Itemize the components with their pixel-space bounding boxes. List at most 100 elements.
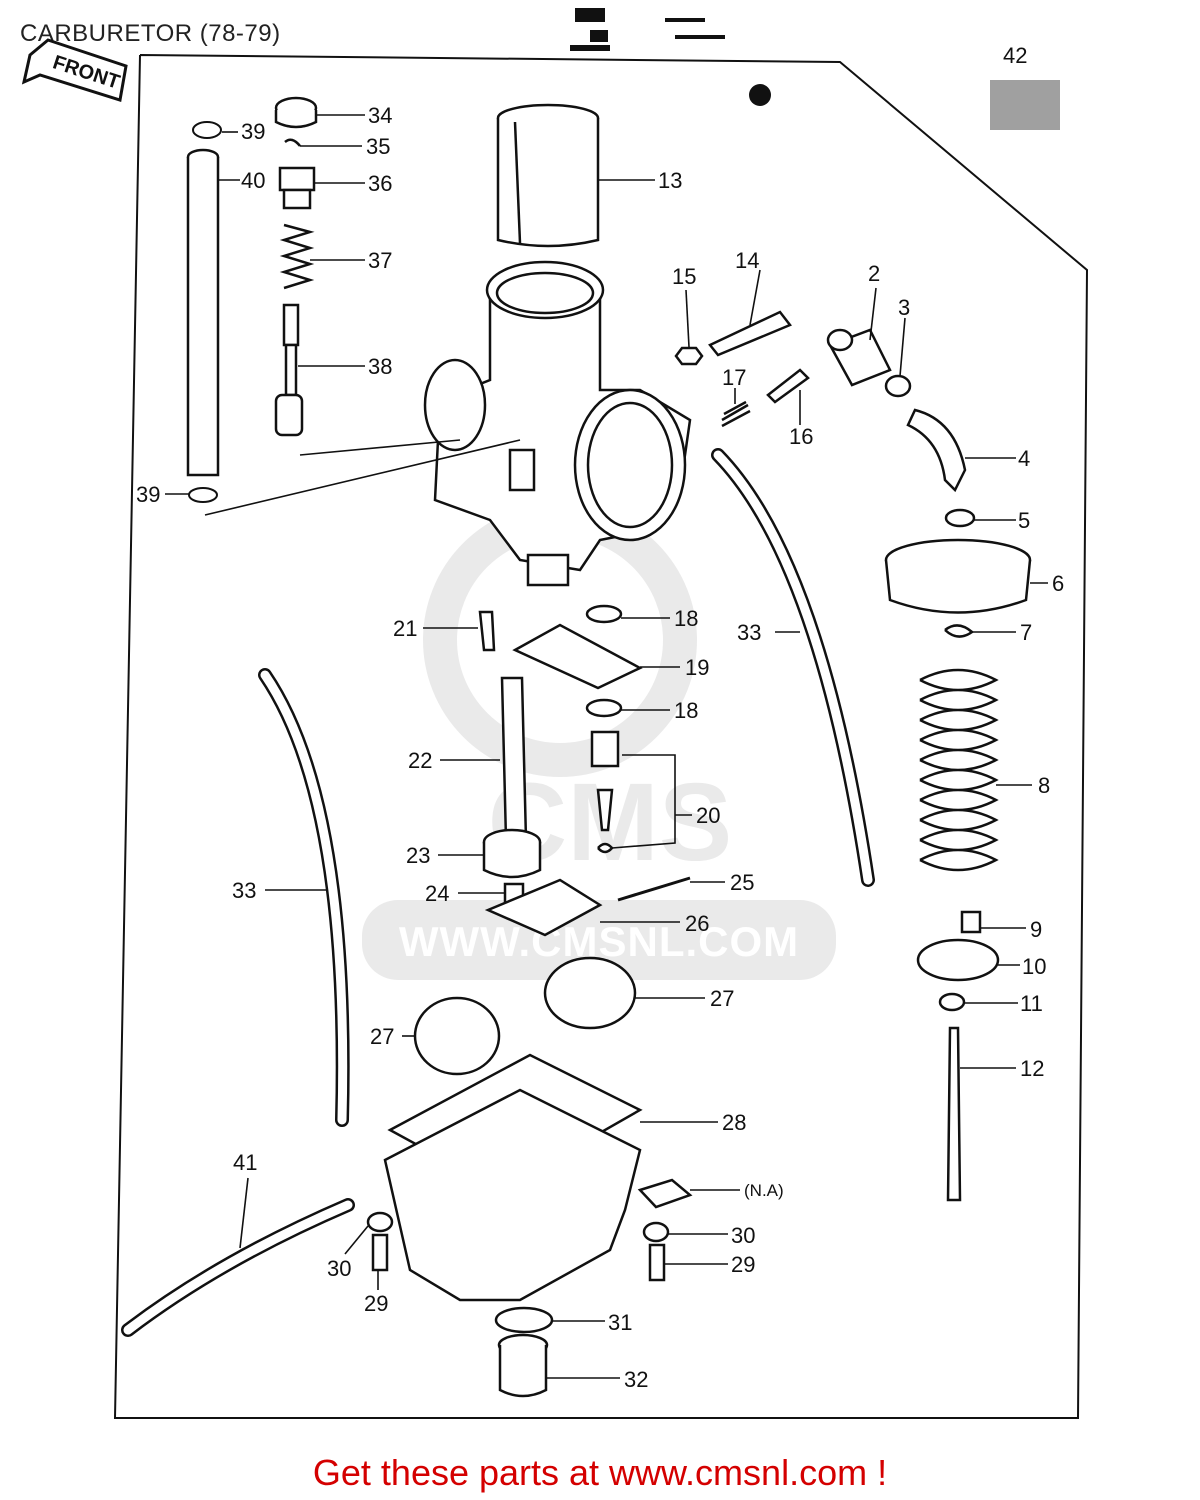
- callout-31: 31: [608, 1310, 632, 1335]
- part-screw-29-right: [648, 1243, 666, 1282]
- callout-39-top: 39: [241, 119, 265, 144]
- callout-33-right: 33: [737, 620, 761, 645]
- front-badge: FRONT: [21, 38, 128, 102]
- part-float-27-left: [413, 996, 501, 1076]
- callout-3: 3: [898, 295, 910, 320]
- callout-41: 41: [233, 1150, 257, 1175]
- callout-30-right: 30: [731, 1223, 755, 1248]
- footer-link-text[interactable]: Get these parts at www.cmsnl.com !: [312, 1452, 888, 1493]
- callout-17: 17: [722, 365, 746, 390]
- callout-22: 22: [408, 748, 432, 773]
- part-o-ring-31: [494, 1306, 554, 1334]
- callout-20: 20: [696, 803, 720, 828]
- callout-37: 37: [368, 248, 392, 273]
- watermark-banner: [362, 900, 836, 980]
- callout-28: 28: [722, 1110, 746, 1135]
- callout-33-left: 33: [232, 878, 256, 903]
- part-spring-8: [919, 668, 999, 872]
- callout-40: 40: [241, 168, 265, 193]
- part-carburetor-body: [423, 260, 692, 587]
- callout-12: 12: [1020, 1056, 1044, 1081]
- part-screw-29-left: [371, 1233, 389, 1272]
- page-title: CARBURETOR (78-79): [20, 20, 281, 47]
- part-float-arm-26: [484, 878, 603, 937]
- leader-lines: [165, 114, 1048, 1379]
- callout-42: 42: [1003, 43, 1027, 68]
- part-washer-30-left: [366, 1211, 394, 1233]
- part-plunger-38: [274, 303, 304, 437]
- part-plate-10: [916, 938, 1000, 982]
- callout-labels: 34 39 35 40 36 37 38 39 13 42 14 15 2 3 …: [136, 43, 1064, 1392]
- callout-29-left: 29: [364, 1291, 388, 1316]
- callout-29-right: 29: [731, 1252, 755, 1277]
- part-jet-21: [478, 610, 496, 652]
- part-ring-39-top: [192, 121, 222, 139]
- part-screw-14: [708, 310, 792, 357]
- callout-36: 36: [368, 171, 392, 196]
- part-spring-17: [721, 400, 751, 428]
- part-ring-39-bottom: [188, 487, 218, 503]
- part-screw-9: [960, 910, 982, 934]
- part-emulsion-tube-22: [500, 676, 528, 842]
- part-tube-40: [186, 148, 220, 477]
- callout-10: 10: [1022, 954, 1046, 979]
- part-washer-5: [944, 508, 976, 528]
- callout-30-left: 30: [327, 1256, 351, 1281]
- callout-21: 21: [393, 616, 417, 641]
- callout-35: 35: [366, 134, 390, 159]
- callout-18-bottom: 18: [674, 698, 698, 723]
- part-washer-3: [884, 374, 912, 398]
- callout-32: 32: [624, 1367, 648, 1392]
- callout-11: 11: [1020, 991, 1043, 1016]
- part-washer-18-bottom: [585, 698, 623, 718]
- callout-24: 24: [425, 881, 449, 906]
- part-needle-12: [946, 1026, 962, 1202]
- part-float-27-right: [543, 956, 637, 1030]
- callout-13: 13: [658, 168, 682, 193]
- scan-specks: [570, 8, 1060, 130]
- callout-14: 14: [735, 248, 759, 273]
- callout-23: 23: [406, 843, 430, 868]
- callout-26: 26: [685, 911, 709, 936]
- frame-border: [113, 54, 1089, 1419]
- callout-25: 25: [730, 870, 754, 895]
- part-nut-15: [674, 346, 704, 366]
- part-pin-25: [617, 876, 691, 902]
- part-elbow-4: [906, 408, 967, 493]
- callout-15: 15: [672, 264, 696, 289]
- part-plate-na: [637, 1178, 693, 1209]
- part-hose-33-right: [711, 448, 875, 887]
- callout-9: 9: [1030, 917, 1042, 942]
- part-adjuster-16: [766, 368, 810, 404]
- callout-34: 34: [368, 103, 392, 128]
- part-cap-2: [826, 328, 892, 387]
- part-clip-35: [284, 138, 301, 147]
- watermark-text: WWW.CMSNL.COM: [399, 918, 799, 965]
- callout-4: 4: [1018, 446, 1030, 471]
- callout-2: 2: [868, 261, 880, 286]
- callout-18-top: 18: [674, 606, 698, 631]
- callout-8: 8: [1038, 773, 1050, 798]
- callout-19: 19: [685, 655, 709, 680]
- callout-38: 38: [368, 354, 392, 379]
- callout-7: 7: [1020, 620, 1032, 645]
- callout-5: 5: [1018, 508, 1030, 533]
- part-clip-7: [944, 624, 975, 638]
- part-cap-34: [274, 96, 318, 129]
- part-washer-30-right: [642, 1221, 670, 1243]
- part-spring-37: [279, 223, 315, 290]
- part-boot-13: [496, 103, 600, 248]
- callout-27-right: 27: [710, 986, 734, 1011]
- part-jet-holder-23: [482, 828, 542, 879]
- part-plug-32: [497, 1333, 549, 1398]
- callout-na: (N.A): [744, 1181, 784, 1200]
- part-needle-valve-20: [590, 730, 620, 854]
- callout-16: 16: [789, 424, 813, 449]
- part-fitting-36: [278, 166, 316, 210]
- part-clip-11: [938, 992, 966, 1012]
- callout-27-left: 27: [370, 1024, 394, 1049]
- callout-39-bottom: 39: [136, 482, 160, 507]
- part-plate-19: [512, 623, 643, 690]
